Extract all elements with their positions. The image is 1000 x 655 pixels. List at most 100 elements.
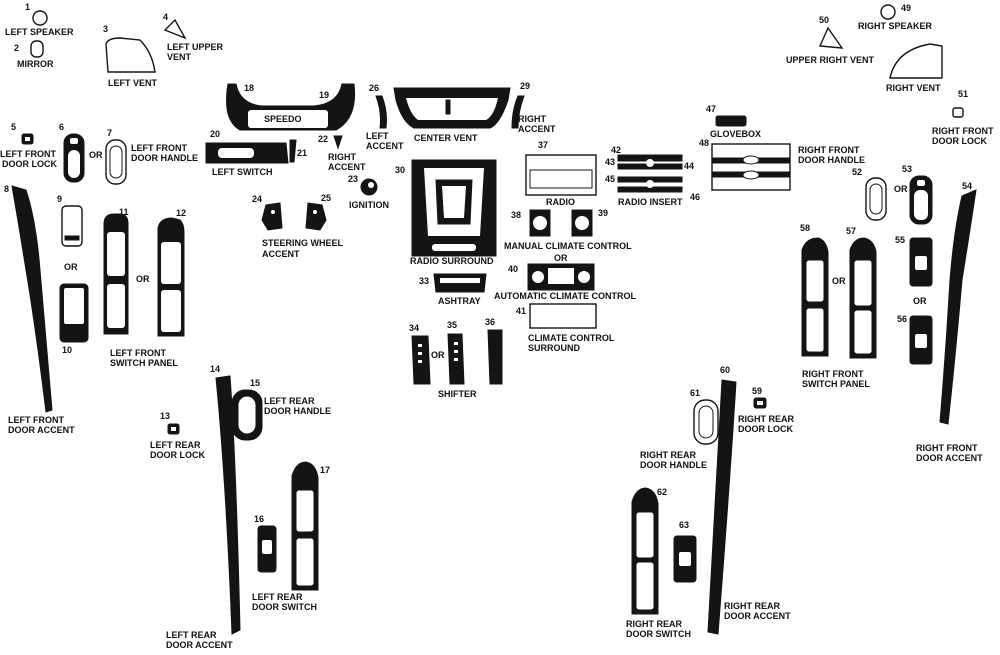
rf-door-accent-shape <box>939 189 977 425</box>
label-rf-door-accent-2: DOOR ACCENT <box>916 453 983 463</box>
part-rf-door-accent: 54 RIGHT FRONT DOOR ACCENT <box>916 181 983 463</box>
label-lf-switch-panel-1: LEFT FRONT <box>110 348 166 358</box>
lf-door-handle-7-inner <box>109 145 123 179</box>
steering-accent-left-hole <box>271 210 275 214</box>
left-switch-strip <box>289 139 297 163</box>
lr-door-switch-17-hole-2 <box>295 537 315 587</box>
part-number-29: 29 <box>520 81 530 91</box>
rf-door-handle-53-top <box>917 180 925 186</box>
part-number-24: 24 <box>252 194 262 204</box>
label-rf-switch-panel-1: RIGHT FRONT <box>802 369 864 379</box>
part-number-23: 23 <box>348 174 358 184</box>
label-manual-climate: MANUAL CLIMATE CONTROL <box>504 241 632 251</box>
part-number-59: 59 <box>752 386 762 396</box>
label-climate-surround-1: CLIMATE CONTROL <box>528 333 615 343</box>
part-number-10: 10 <box>62 345 72 355</box>
shifter-34-slot-2 <box>418 352 422 355</box>
part-number-1: 1 <box>25 2 30 12</box>
part-number-47: 47 <box>706 104 716 114</box>
rf-switch-panel-58-hole-1 <box>805 259 825 303</box>
part-number-5: 5 <box>11 122 16 132</box>
label-rr-door-accent-2: DOOR ACCENT <box>724 611 791 621</box>
label-lr-door-accent-1: LEFT REAR <box>166 630 217 640</box>
part-number-50: 50 <box>819 15 829 25</box>
part-number-41: 41 <box>516 306 526 316</box>
label-rr-door-handle-1: RIGHT REAR <box>640 450 697 460</box>
shifter-34-slot-3 <box>418 360 422 363</box>
rf-door-handle-52-inner <box>869 183 883 215</box>
lr-door-lock-hole <box>171 427 176 431</box>
lf-switch-panel-11-hole-2 <box>107 284 125 328</box>
label-lf-door-lock-1: LEFT FRONT <box>0 149 56 159</box>
label-rr-door-accent-1: RIGHT REAR <box>724 601 781 611</box>
part-number-30: 30 <box>395 165 405 175</box>
rf-switch-56-hole <box>915 334 927 348</box>
part-number-52: 52 <box>852 167 862 177</box>
label-right-vent: RIGHT VENT <box>886 83 941 93</box>
rr-door-switch-63-hole <box>679 552 691 566</box>
manual-climate-right-knob <box>575 216 589 230</box>
part-lr-door-switch-16: 16 <box>254 514 277 573</box>
lr-door-handle-hole <box>237 395 257 435</box>
radio-surround-slot <box>432 244 476 251</box>
lf-switch-panel-11-knob <box>109 219 119 229</box>
part-number-2: 2 <box>14 43 19 53</box>
label-lf-door-lock-2: DOOR LOCK <box>2 159 57 169</box>
part-steering-wheel-accent: 24 25 STEERING WHEEL ACCENT <box>252 193 344 259</box>
label-rf-door-handle-2: DOOR HANDLE <box>798 155 865 165</box>
part-number-36: 36 <box>485 317 495 327</box>
lr-door-switch-16-hole <box>262 540 272 554</box>
rr-door-handle-inner <box>698 405 714 439</box>
ignition-hole <box>368 182 374 188</box>
label-mirror: MIRROR <box>17 59 54 69</box>
shifter-35-slot-3 <box>454 358 458 361</box>
label-left-speaker: LEFT SPEAKER <box>5 27 74 37</box>
part-number-11: 11 <box>119 207 129 217</box>
part-number-15: 15 <box>250 378 260 388</box>
part-rf-switch-panel: 58 OR 57 RIGHT FRONT SWITCH PANEL <box>800 223 877 389</box>
part-number-61: 61 <box>690 388 700 398</box>
part-number-62: 62 <box>657 487 667 497</box>
part-number-33: 33 <box>419 276 429 286</box>
label-left-upper-vent-2: VENT <box>167 52 192 62</box>
upper-right-vent-shape <box>818 26 844 49</box>
manual-climate-left-knob <box>533 216 547 230</box>
label-steering-1: STEERING WHEEL <box>262 238 344 248</box>
rf-switch-55-hole <box>915 256 927 270</box>
part-number-22: 22 <box>318 134 328 144</box>
label-rr-door-handle-2: DOOR HANDLE <box>640 460 707 470</box>
part-center-vent: 27 28 CENTER VENT <box>393 87 511 143</box>
lf-switch-10-hole <box>64 288 84 324</box>
part-manual-climate: 38 39 MANUAL CLIMATE CONTROL OR <box>504 208 632 263</box>
part-rr-door-switch-63: 63 <box>673 520 697 583</box>
label-lr-door-handle-1: LEFT REAR <box>264 396 315 406</box>
part-left-vent: 3 LEFT VENT <box>103 24 158 88</box>
part-lr-door-lock: 13 LEFT REAR DOOR LOCK <box>150 411 205 460</box>
lf-switch-panel-12-hole-1 <box>161 242 181 284</box>
label-right-accent-22-2: ACCENT <box>328 162 366 172</box>
label-lf-door-handle-2: DOOR HANDLE <box>131 153 198 163</box>
label-right-accent-2: ACCENT <box>518 124 556 134</box>
part-lf-door-lock: 5 LEFT FRONT DOOR LOCK <box>0 122 57 169</box>
part-number-37: 37 <box>538 140 548 150</box>
part-ashtray: 33 ASHTRAY <box>419 273 487 306</box>
part-number-53: 53 <box>902 164 912 174</box>
label-right-accent-22-1: RIGHT <box>328 152 357 162</box>
label-rr-door-lock-2: DOOR LOCK <box>738 424 793 434</box>
radio-shape <box>525 154 597 196</box>
label-upper-right-vent: UPPER RIGHT VENT <box>786 55 875 65</box>
part-right-accent: 29 RIGHT ACCENT <box>511 81 556 134</box>
rr-door-switch-62-hole-1 <box>635 511 655 559</box>
right-speaker-shape <box>880 4 896 20</box>
radio-insert-43-hole <box>646 159 654 167</box>
shifter-35-slot-1 <box>454 342 458 345</box>
part-number-51: 51 <box>958 89 968 99</box>
glovebox-panel-shape <box>711 143 791 191</box>
label-radio: RADIO <box>546 197 575 207</box>
part-number-17: 17 <box>320 465 330 475</box>
part-left-switch: 20 21 LEFT SWITCH <box>205 129 307 177</box>
left-speaker-shape <box>32 10 48 26</box>
label-rf-door-lock-2: DOOR LOCK <box>932 136 987 146</box>
label-ignition: IGNITION <box>349 200 389 210</box>
